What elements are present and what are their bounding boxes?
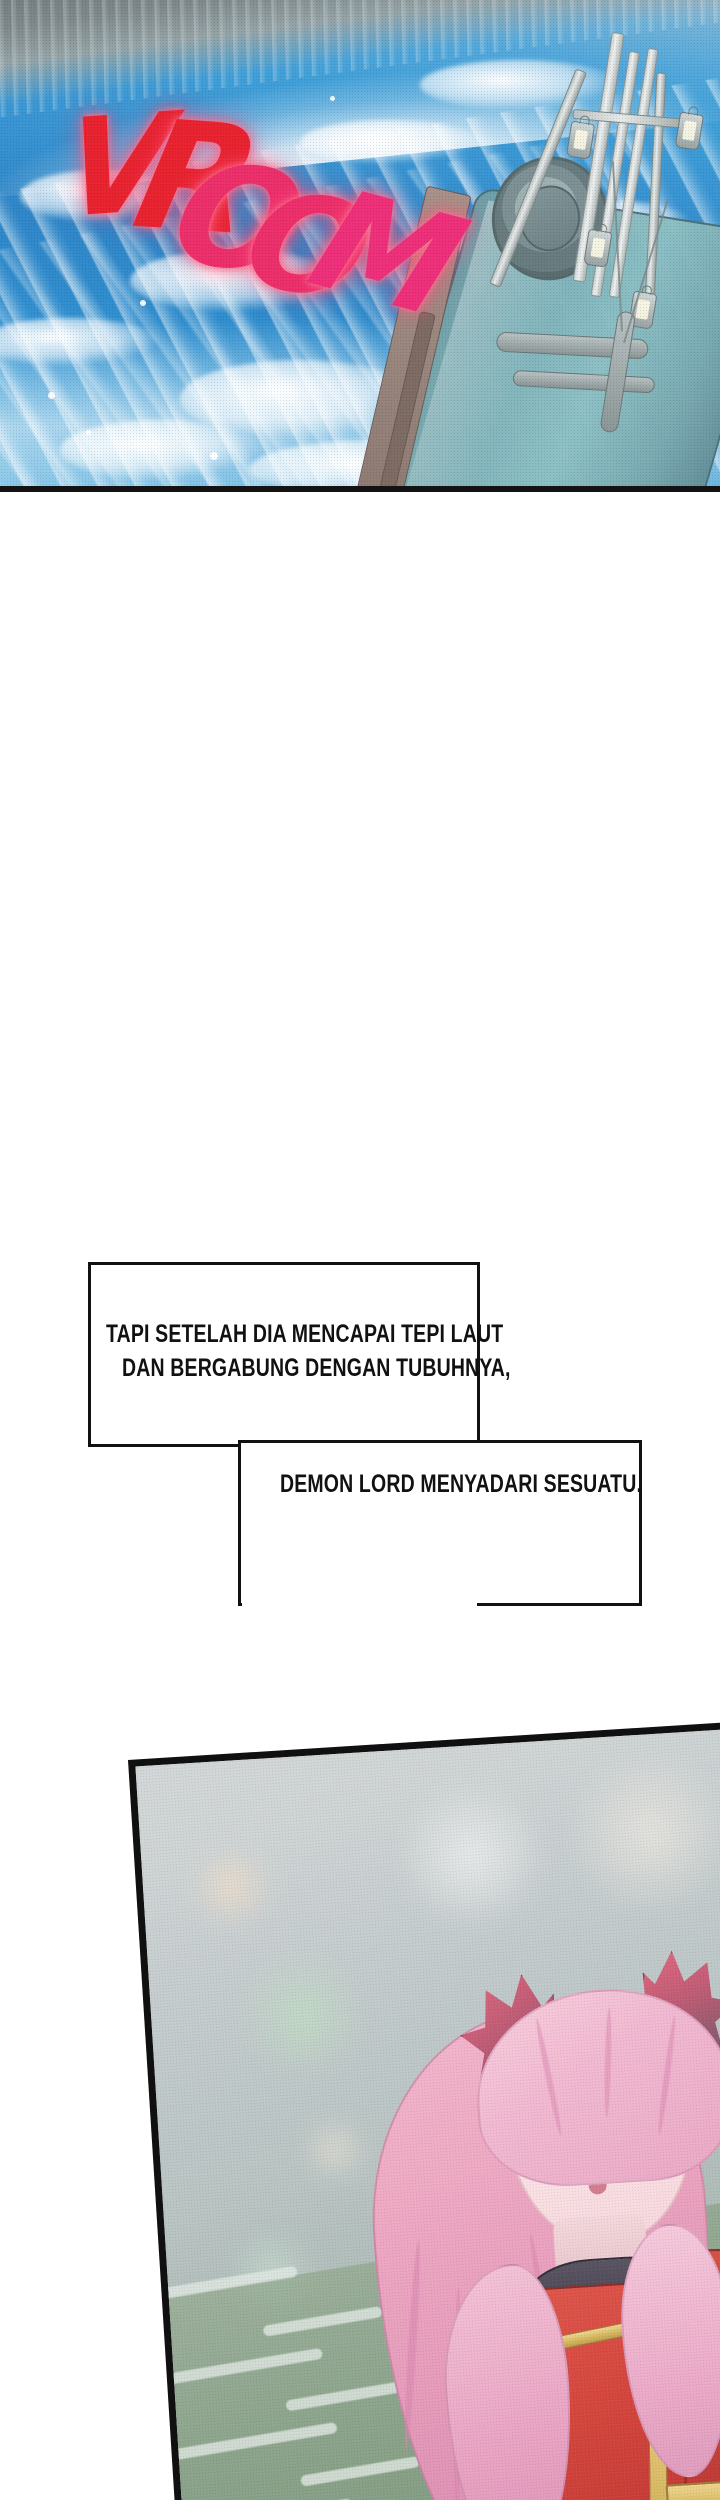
spray-dot <box>210 452 218 460</box>
foam-blob <box>20 170 180 222</box>
foam-blob <box>300 120 480 164</box>
foam-blob <box>0 318 160 366</box>
demon-lord-panel-wrap <box>0 1700 720 2500</box>
foam-blob <box>420 60 620 110</box>
narration-line-3: DEMON LORD MENYADARI SESUATU. <box>280 1470 643 1498</box>
narration-box-upper <box>88 1262 480 1447</box>
narration-seam-mask <box>242 1444 477 1621</box>
narration-line-2: DAN BERGABUNG DENGAN TUBUHNYA, <box>122 1354 511 1382</box>
spray-dot <box>140 300 146 306</box>
panel-gutter <box>0 492 720 1262</box>
spray-dot <box>86 430 91 435</box>
narration-line-1: TAPI SETELAH DIA MENCAPAI TEPI LAUT <box>106 1320 504 1348</box>
demon-lord-panel <box>128 1716 720 2500</box>
spray-dot <box>330 96 335 101</box>
demon-lord-character <box>297 1914 720 2500</box>
foam-blob <box>60 420 260 480</box>
lantern <box>565 120 596 160</box>
ocean-ship-panel: V R O O M <box>0 0 720 492</box>
lantern <box>674 111 704 151</box>
foam-blob <box>130 250 340 312</box>
spray-dot <box>48 392 55 399</box>
